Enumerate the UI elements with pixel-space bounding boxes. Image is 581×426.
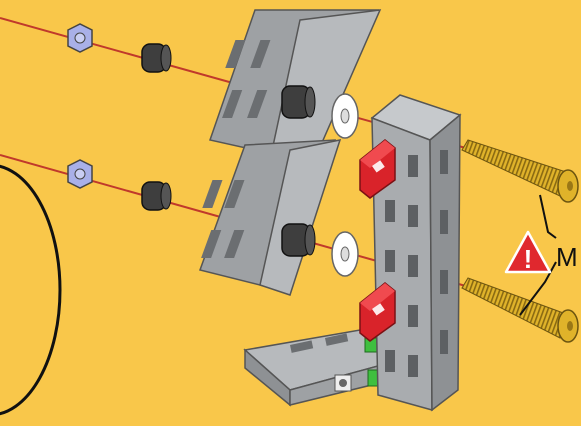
bolt-lower [462,278,578,342]
warning-symbol: ! [524,244,533,274]
callout-leader-upper [540,195,556,238]
callout-label: M [556,244,578,270]
spacer-upper-right [282,86,315,118]
beam-angled-front [200,140,340,295]
washer-lower [332,232,358,276]
warning-icon: ! [506,232,550,274]
detail-circle [0,165,60,415]
spacer-upper-left [142,44,171,72]
bolt-upper [462,140,578,202]
spacer-lower-right [282,224,315,256]
washer-upper [332,94,358,138]
nut-lower [68,160,92,188]
nut-upper [68,24,92,52]
spacer-lower-left [142,182,171,210]
